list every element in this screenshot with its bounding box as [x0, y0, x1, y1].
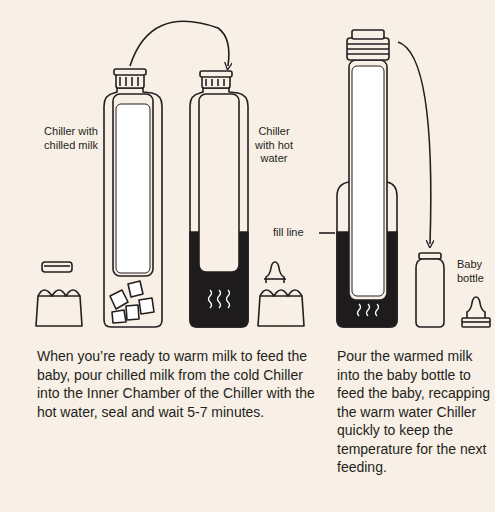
part-label: Chiller with hot water	[250, 125, 298, 166]
part-label: Chiller with chilled milk	[42, 125, 100, 152]
lid	[42, 262, 72, 272]
chiller-bottle-milk	[104, 69, 162, 327]
chiller-base-cup	[258, 290, 304, 326]
instruction-text: Pour the warmed milk into the baby bottl…	[337, 347, 491, 477]
chiller-bottle-warming	[337, 30, 397, 327]
part-label: Baby bottle	[457, 258, 493, 285]
chiller-bottle-hot-water	[190, 71, 248, 327]
chiller-base-cup	[36, 290, 82, 326]
nipple	[462, 297, 490, 327]
pour-arrow	[130, 21, 229, 66]
instruction-text: When you’re ready to warm milk to feed t…	[37, 347, 324, 421]
leader-line	[319, 232, 335, 234]
pour-arrow	[398, 42, 431, 244]
nipple	[264, 262, 286, 283]
baby-bottle	[416, 253, 444, 327]
part-label: fill line	[273, 226, 319, 240]
